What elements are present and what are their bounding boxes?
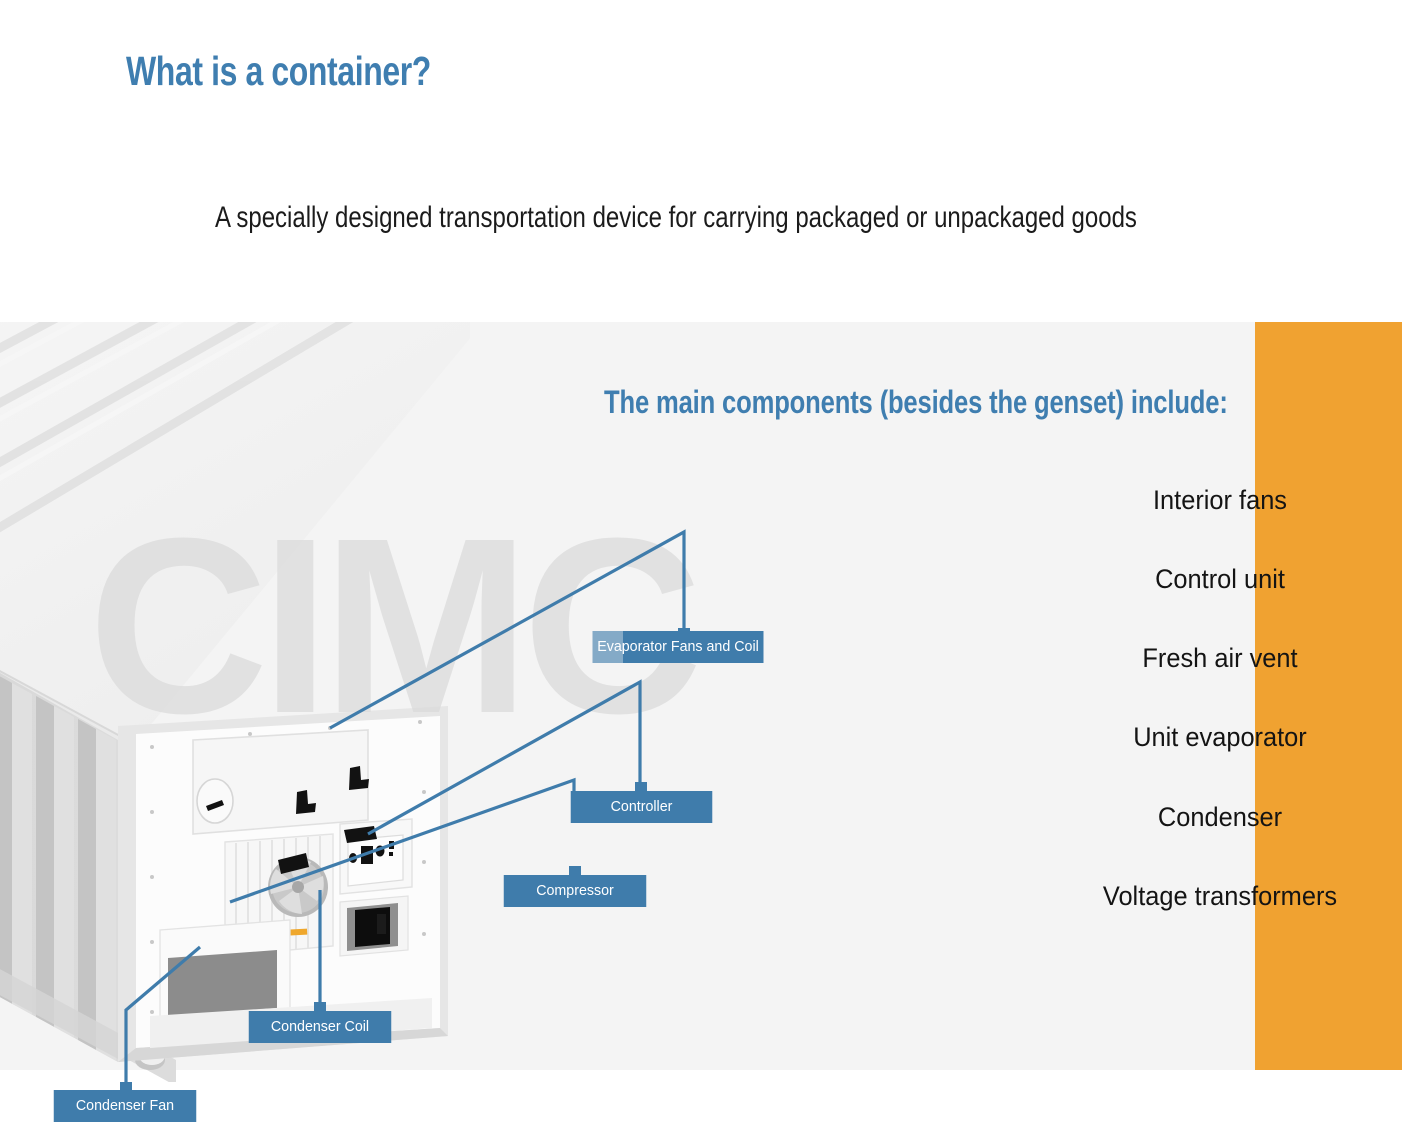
callout-evaporator-fans-and-coil[interactable]: Evaporator Fans and Coil xyxy=(592,631,764,663)
component-item-unit-evaporator: Unit evaporator xyxy=(1133,722,1307,752)
unit-gauge xyxy=(196,778,234,824)
container-illustration: CIMC xyxy=(0,322,1255,1082)
callout-nub-controller xyxy=(635,782,647,792)
callout-condenser-fan[interactable]: Condenser Fan xyxy=(53,1090,197,1122)
container-bottom-rail xyxy=(0,969,120,1060)
component-item-interior-fans: Interior fans xyxy=(1152,485,1288,515)
page-subtitle: A specially designed transportation devi… xyxy=(215,201,1137,234)
callout-condenser-coil[interactable]: Condenser Coil xyxy=(248,1011,392,1043)
callout-nub-condenser-fan xyxy=(120,1082,132,1092)
component-item-condenser: Condenser xyxy=(1157,802,1283,832)
leader-condenser-fan xyxy=(124,945,202,1082)
leader-evaporator xyxy=(329,529,686,730)
callout-nub-compressor xyxy=(569,866,581,876)
page-title: What is a container? xyxy=(126,48,431,94)
callout-nub-condenser-coil xyxy=(314,1002,326,1012)
callout-controller[interactable]: Controller xyxy=(570,791,713,823)
component-item-voltage-transformers: Voltage transformers xyxy=(1102,881,1338,911)
container-roof xyxy=(0,322,470,752)
components-heading: The main components (besides the genset)… xyxy=(604,384,1228,420)
container-side-wall xyxy=(0,502,118,1062)
cimc-watermark: CIMC xyxy=(88,486,696,765)
leader-controller xyxy=(367,679,642,836)
component-item-fresh-air-vent: Fresh air vent xyxy=(1142,643,1298,673)
orange-accent-panel xyxy=(1255,322,1402,1070)
callout-compressor[interactable]: Compressor xyxy=(503,875,647,907)
unit-access-hatch xyxy=(192,729,369,835)
component-item-control-unit: Control unit xyxy=(1155,564,1285,594)
